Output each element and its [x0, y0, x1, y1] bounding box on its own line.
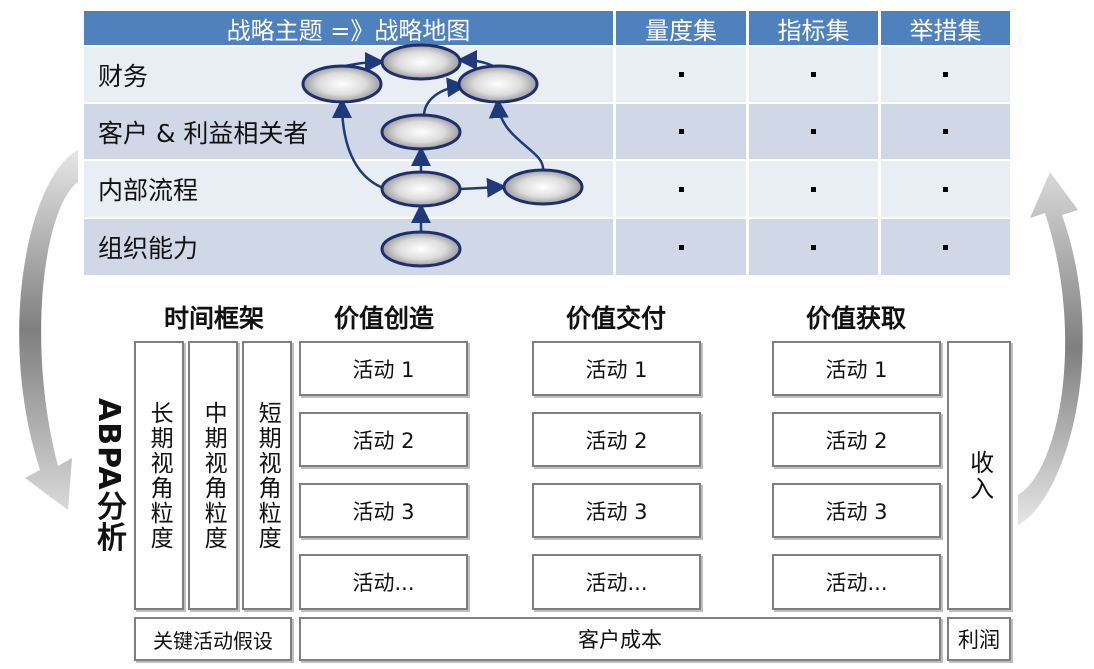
time-frame-heading: 时间框架 [163, 304, 264, 333]
capture-activity-2: 活动 2 [772, 412, 941, 467]
value-delivery-heading: 价值交付 [565, 304, 666, 333]
creation-activity-3: 活动 3 [299, 483, 468, 538]
row-org-capability: 组织能力 [84, 219, 613, 275]
strategy-map-connectors [332, 50, 545, 232]
node-finance-right [457, 64, 539, 104]
cell-bullet [616, 219, 746, 275]
capture-activity-1: 活动 1 [772, 341, 941, 396]
mid-term-view-box: 中期视角粒度 [188, 341, 238, 610]
capture-activity-more: 活动... [772, 554, 941, 610]
cell-bullet [881, 219, 1010, 275]
column-header-initiatives: 举措集 [881, 11, 1010, 45]
delivery-activity-2: 活动 2 [532, 412, 701, 467]
cell-bullet [749, 219, 878, 275]
creation-activity-2: 活动 2 [299, 412, 468, 467]
connector [459, 177, 507, 198]
strategy-map-nodes [301, 43, 584, 268]
cell-bullet [881, 161, 1010, 217]
connector [488, 98, 545, 171]
key-activity-assumptions-box: 关键活动假设 [134, 617, 292, 661]
delivery-activity-3: 活动 3 [532, 483, 701, 538]
cell-bullet [749, 47, 878, 102]
cell-bullet [881, 104, 1010, 159]
connector [422, 77, 467, 117]
revenue-box: 收入 [947, 341, 1011, 610]
connector [332, 98, 384, 190]
node-finance-left [301, 64, 383, 104]
customer-cost-box: 客户成本 [299, 617, 941, 661]
capture-activity-3: 活动 3 [772, 483, 941, 538]
short-term-view-box: 短期视角粒度 [242, 341, 292, 610]
cell-bullet [749, 161, 878, 217]
value-capture-heading: 价值获取 [805, 304, 906, 333]
column-header-indicators: 指标集 [749, 11, 878, 45]
cell-bullet [616, 104, 746, 159]
left-cycle-arrow [19, 150, 78, 510]
node-finance-top [380, 43, 462, 81]
delivery-activity-1: 活动 1 [532, 341, 701, 396]
cell-bullet [749, 104, 878, 159]
creation-activity-1: 活动 1 [299, 341, 468, 396]
cell-bullet [616, 47, 746, 102]
creation-activity-more: 活动... [299, 554, 468, 610]
profit-box: 利润 [947, 617, 1011, 661]
abpa-analysis-label: ABPA分析 [91, 398, 126, 553]
node-process-left [380, 170, 462, 208]
strategy-map-header: 战略主题 =》战略地图 [84, 11, 613, 45]
column-header-measures: 量度集 [616, 11, 746, 45]
value-creation-heading: 价值创造 [333, 304, 434, 333]
cell-bullet [616, 161, 746, 217]
long-term-view-box: 长期视角粒度 [134, 341, 184, 610]
node-process-right [502, 168, 584, 206]
node-customer [380, 113, 462, 151]
strategy-map-title: 战略主题 =》战略地图 [226, 16, 471, 45]
cell-bullet [881, 47, 1010, 102]
right-cycle-arrow [1018, 172, 1083, 525]
node-capability [380, 230, 462, 268]
delivery-activity-more: 活动... [532, 554, 701, 610]
